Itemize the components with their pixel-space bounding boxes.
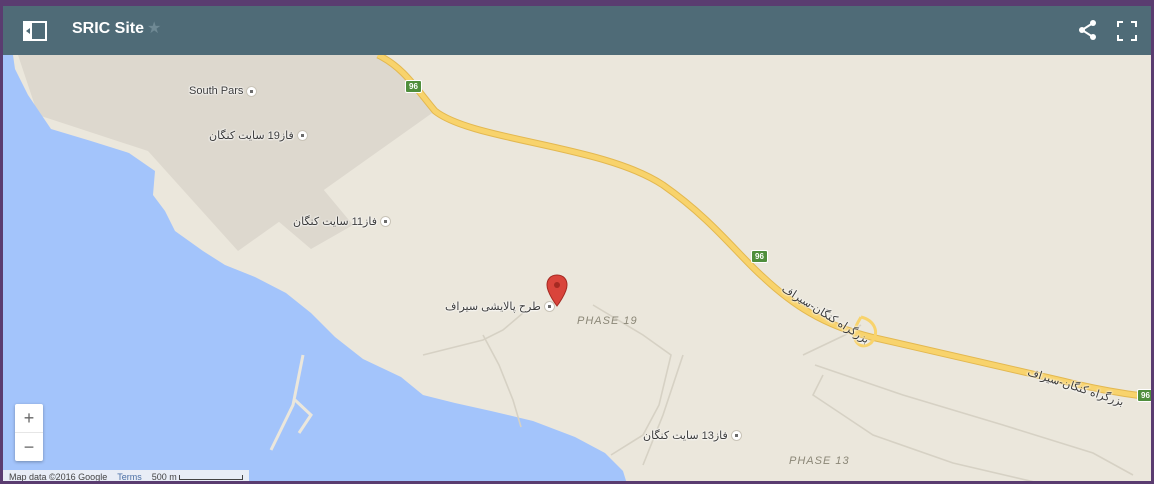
highway-96 xyxy=(376,55,1151,401)
star-icon[interactable]: ★ xyxy=(147,20,162,37)
poi-phase13-site[interactable]: فاز13 سایت کنگان xyxy=(643,429,741,442)
zoom-in-button[interactable]: + xyxy=(23,408,35,428)
sea-area xyxy=(3,55,627,481)
map-header: SRIC Site ★ xyxy=(3,6,1151,55)
poi-label: فاز13 سایت کنگان xyxy=(643,430,728,442)
pier xyxy=(269,354,313,451)
area-label-phase19: PHASE 19 xyxy=(577,315,638,327)
scale-bar xyxy=(178,475,243,481)
panel-toggle-icon[interactable] xyxy=(21,19,49,43)
poi-siraf-refinery[interactable]: طرح پالایشی سیراف xyxy=(445,300,554,313)
poi-icon xyxy=(544,302,554,311)
poi-icon xyxy=(247,86,257,96)
poi-phase11-site[interactable]: فاز11 سایت کنگان xyxy=(293,215,390,228)
share-icon[interactable] xyxy=(1077,19,1099,41)
map-data-credit: Map data ©2016 Google xyxy=(9,472,108,482)
route-shield: 96 xyxy=(1137,389,1151,402)
zoom-out-button[interactable]: − xyxy=(23,437,35,457)
map-marker-icon[interactable] xyxy=(545,274,569,308)
route-shield: 96 xyxy=(751,250,768,263)
poi-label: فاز19 سایت کنگان xyxy=(209,130,294,142)
poi-icon xyxy=(297,131,307,140)
scale-indicator: 500 m xyxy=(151,472,243,482)
poi-icon xyxy=(380,217,390,226)
poi-label: South Pars xyxy=(189,85,244,97)
map-canvas[interactable]: 96 96 96 بزرگراه کنگان-سیراف بزرگراه کنگ… xyxy=(3,55,1151,482)
map-base-layer xyxy=(3,55,1151,481)
poi-icon xyxy=(731,431,741,440)
terms-link[interactable]: Terms xyxy=(117,472,142,482)
zoom-controls: + − xyxy=(15,404,43,461)
area-label-phase13: PHASE 13 xyxy=(789,455,850,467)
interchange xyxy=(852,315,877,348)
route-shield: 96 xyxy=(405,80,422,93)
scale-label: 500 m xyxy=(151,472,177,482)
industrial-area xyxy=(18,55,435,251)
poi-south-pars[interactable]: South Pars xyxy=(189,85,257,97)
zoom-divider xyxy=(15,432,43,433)
poi-label: فاز11 سایت کنگان xyxy=(293,216,377,228)
fullscreen-icon[interactable] xyxy=(1115,19,1139,43)
poi-label: طرح پالایشی سیراف xyxy=(445,301,541,313)
poi-phase19-site[interactable]: فاز19 سایت کنگان xyxy=(209,129,307,142)
industrial-area-small xyxy=(271,183,353,249)
map-attribution: Map data ©2016 Google Terms 500 m xyxy=(3,470,249,482)
minor-roads xyxy=(422,304,1134,481)
map-title: SRIC Site xyxy=(72,20,145,37)
jetty-land xyxy=(414,405,463,481)
